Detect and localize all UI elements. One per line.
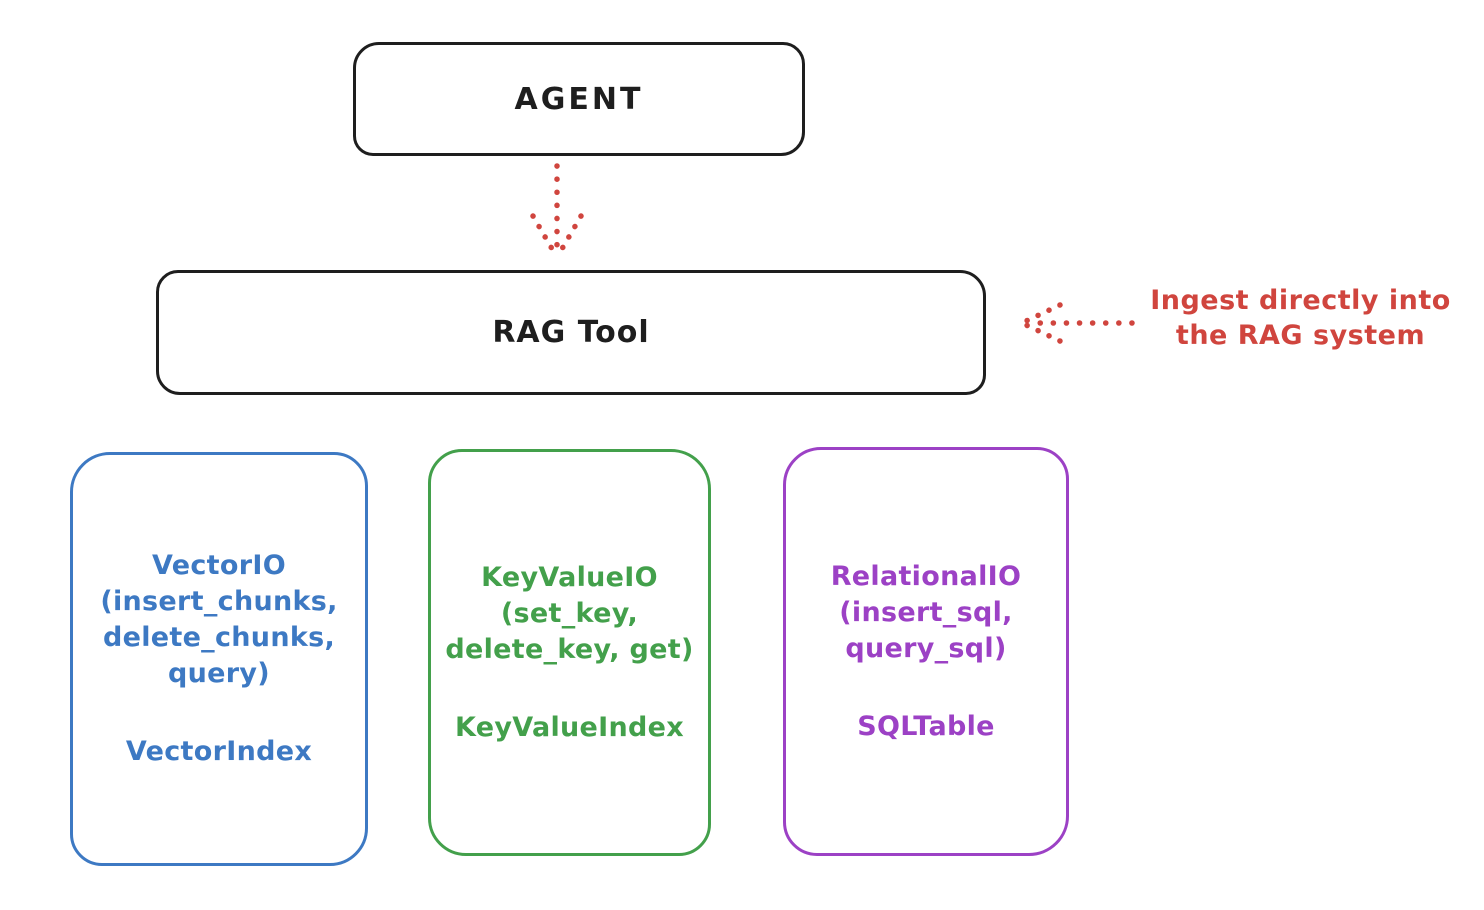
ingest-annotation: Ingest directly into the RAG system <box>1128 283 1473 353</box>
storage-box-line: (insert_sql, <box>839 596 1013 628</box>
ingest-arrow-icon <box>1021 302 1135 344</box>
vector-io-box[interactable]: VectorIO (insert_chunks, delete_chunks, … <box>70 452 368 866</box>
ingest-annotation-line2: the RAG system <box>1175 320 1426 351</box>
storage-box-index-class: SQLTable <box>857 710 995 742</box>
keyvalue-io-box[interactable]: KeyValueIO (set_key, delete_key, get) Ke… <box>428 449 711 856</box>
storage-box-line: query) <box>168 658 270 689</box>
storage-box-line: delete_chunks, <box>102 622 336 653</box>
agent-to-rag-arrow-icon <box>530 163 584 257</box>
storage-box-line: KeyValueIO <box>481 561 658 593</box>
storage-box-index-class: KeyValueIndex <box>454 711 684 743</box>
storage-box-line: (insert_chunks, <box>100 586 338 617</box>
rag-tool-box[interactable]: RAG Tool <box>156 270 986 395</box>
relational-io-box[interactable]: RelationalIO (insert_sql, query_sql) SQL… <box>783 447 1069 856</box>
ingest-annotation-line1: Ingest directly into <box>1150 285 1451 316</box>
storage-box-line: (set_key, <box>500 597 639 629</box>
storage-box-index-class: VectorIndex <box>125 736 313 767</box>
rag-tool-label: RAG Tool <box>492 315 650 350</box>
storage-box-line: VectorIO <box>152 550 286 581</box>
storage-box-line: query_sql) <box>845 632 1007 664</box>
agent-label: AGENT <box>514 81 644 117</box>
storage-box-line: RelationalIO <box>830 560 1022 592</box>
agent-box[interactable]: AGENT <box>353 42 805 156</box>
storage-box-line: delete_key, get) <box>445 633 694 665</box>
